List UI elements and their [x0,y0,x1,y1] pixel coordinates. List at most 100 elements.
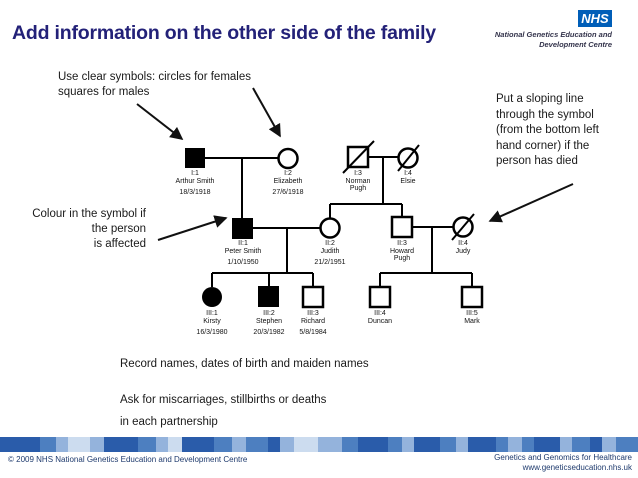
band-block [318,437,342,452]
person-label-ii3: II:3 Howard Pugh [384,240,420,263]
person-name: Richard [300,317,326,325]
person-symbols [185,145,484,309]
person-label-ii4: II:4 Judy [438,240,488,255]
person-dob: 5/8/1984 [299,329,327,336]
band-block [414,437,440,452]
person-id: II:3 [397,240,407,247]
male-symbol-iii5 [460,285,484,309]
band-block [388,437,402,452]
band-block [40,437,56,452]
band-block [214,437,232,452]
person-dob: 20/3/1982 [253,329,285,336]
female-symbol-ii2 [319,217,341,239]
band-block [456,437,468,452]
person-label-i4: I:4 Elsie [383,170,433,185]
person-id: I:3 [354,170,362,177]
nhs-logo: NHS [578,10,612,27]
band-block [602,437,616,452]
band-block [90,437,104,452]
person-id: II:2 [325,240,335,247]
person-label-iii4: III:4 Duncan [352,310,408,325]
note-use-clear-symbols: Use clear symbols: circles for females s… [58,71,251,98]
band-block [56,437,68,452]
person-id: I:4 [404,170,412,177]
female-symbol-i2 [277,147,299,170]
note-sloping-line-died: Put a sloping line through the symbol (f… [496,93,599,167]
person-id: II:1 [238,240,248,247]
person-id: III:1 [206,310,218,317]
footer-copyright: © 2009 NHS National Genetics Education a… [8,455,248,464]
band-block [496,437,508,452]
person-id: I:1 [191,170,199,177]
band-block [156,437,168,452]
band-block [402,437,414,452]
affected-male-symbol-i1 [185,148,205,168]
band-block [104,437,138,452]
person-name: Judy [455,247,471,255]
affected-female-symbol-iii1 [202,287,222,307]
person-dob: 18/3/1918 [179,189,211,196]
person-name: Howard Pugh [389,247,415,263]
deceased-slash-ii4 [451,213,475,241]
person-name: Kirsty [203,317,221,325]
person-label-iii1: III:1 Kirsty 16/3/1980 [182,310,242,337]
footer-band [0,437,638,452]
male-symbol-iii3 [301,285,325,309]
band-block [342,437,358,452]
person-label-ii2: II:2 Judith 21/2/1951 [295,240,365,267]
band-block [522,437,534,452]
person-label-i1: I:1 Arthur Smith 18/3/1918 [160,170,230,197]
nhs-org-name: National Genetics Education and Developm… [494,30,612,49]
band-block [572,437,590,452]
person-label-iii5: III:5 Mark [447,310,497,325]
person-name: Judith [320,247,340,255]
relationship-lines [205,156,473,287]
band-block [182,437,214,452]
band-block [440,437,456,452]
footer-tagline: Genetics and Genomics for Healthcare www… [494,453,632,472]
note-record-names: Record names, dates of birth and maiden … [120,358,369,370]
band-block [246,437,268,452]
person-id: III:5 [466,310,478,317]
band-block [232,437,246,452]
band-block [508,437,522,452]
note-colour-affected: Colour in the symbol if the person is af… [32,208,146,250]
band-block [68,437,90,452]
person-id: III:4 [374,310,386,317]
person-id: III:2 [263,310,275,317]
person-label-i3: I:3 Norman Pugh [340,170,376,193]
band-block [0,437,40,452]
deceased-slashes [342,140,475,241]
band-block [590,437,602,452]
person-name: Elizabeth [273,177,303,185]
person-name: Mark [464,317,480,325]
arrow-to-male-symbol [136,103,184,140]
band-block [168,437,182,452]
person-name: Peter Smith [224,247,262,255]
band-block [268,437,280,452]
person-name: Duncan [367,317,393,325]
arrow-to-female-symbol [252,87,281,138]
band-block [616,437,638,452]
band-block [534,437,560,452]
arrow-to-affected-symbol [157,215,228,241]
person-label-ii1: II:1 Peter Smith 1/10/1950 [208,240,278,267]
band-block [294,437,318,452]
person-label-iii2: III:2 Stephen 20/3/1982 [239,310,299,337]
person-dob: 16/3/1980 [196,329,228,336]
person-name: Stephen [255,317,283,325]
annotation-arrows [136,87,574,241]
arrow-to-deceased-symbol [488,183,574,223]
band-block [138,437,156,452]
note-ask-miscarriages: Ask for miscarriages, stillbirths or dea… [120,394,327,428]
person-dob: 1/10/1950 [227,259,259,266]
band-block [468,437,496,452]
band-block [358,437,388,452]
person-dob: 27/6/1918 [272,189,304,196]
person-name: Norman Pugh [345,177,371,193]
male-symbol-ii3 [390,215,414,239]
male-symbol-iii4 [368,285,392,309]
band-block [280,437,294,452]
page-title: Add information on the other side of the… [12,22,436,44]
